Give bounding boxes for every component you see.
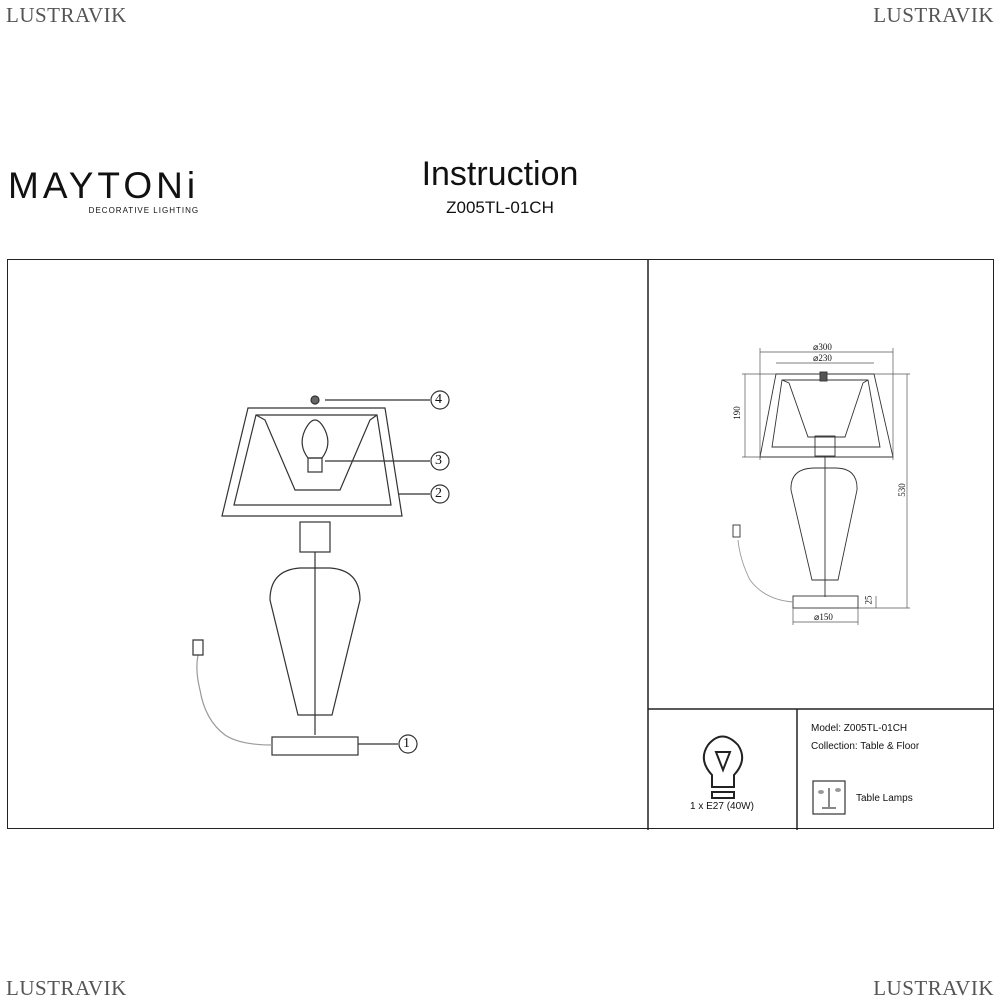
dim-shade-height: 190 xyxy=(731,406,742,420)
dim-shade-inner: ⌀230 xyxy=(813,353,832,363)
callout-2-circle xyxy=(430,484,450,504)
vase xyxy=(269,567,361,716)
dim-shade-outer: ⌀300 xyxy=(813,342,832,352)
bulb-socket xyxy=(307,457,323,473)
shade xyxy=(759,373,894,458)
model-line: Model: Z005TL-01CH xyxy=(811,723,908,734)
callout-2: 2 xyxy=(435,486,442,501)
dim-base-diameter: ⌀150 xyxy=(814,612,833,622)
base xyxy=(792,595,859,609)
shade-inner xyxy=(233,414,392,506)
shade xyxy=(221,407,403,517)
brand-logo: MAYTONi DECORATIVE LIGHTING xyxy=(8,165,200,216)
watermark-top-right: LUSTRAVIK xyxy=(873,3,994,27)
callout-3-circle xyxy=(430,451,450,471)
watermark-bottom-right: LUSTRAVIK xyxy=(873,976,994,1000)
callout-leaders xyxy=(325,399,430,745)
bulb-icon xyxy=(702,735,744,799)
category-label: Table Lamps xyxy=(856,793,913,804)
power-cord xyxy=(196,654,273,746)
plug xyxy=(192,639,204,656)
watermark-bottom-left: LUSTRAVIK xyxy=(6,976,127,1000)
lamp-drawing-dimensions xyxy=(732,348,910,625)
bulb-spec: 1 x E27 (40W) xyxy=(690,801,754,812)
callout-4: 4 xyxy=(435,392,442,407)
collection-line: Collection: Table & Floor xyxy=(811,741,920,752)
bulb xyxy=(301,419,329,459)
shade-frame xyxy=(255,414,378,491)
dim-total-height: 530 xyxy=(896,483,907,497)
page-model: Z005TL-01CH xyxy=(446,198,554,217)
vase xyxy=(790,467,858,581)
brand-tagline: DECORATIVE LIGHTING xyxy=(88,206,200,215)
callout-1: 1 xyxy=(403,736,410,751)
dim-base-height: 25 xyxy=(863,595,874,605)
callout-1-circle xyxy=(398,734,418,754)
callout-3: 3 xyxy=(435,453,442,468)
shade-inner xyxy=(771,379,881,448)
instruction-frame xyxy=(7,259,994,829)
watermark-top-left: LUSTRAVIK xyxy=(6,3,127,27)
finial xyxy=(310,395,320,405)
page-title: Instruction xyxy=(421,155,579,193)
lamp-holder xyxy=(299,521,331,553)
lamp-drawing-main xyxy=(192,390,450,756)
callout-4-circle xyxy=(430,390,450,410)
table-lamp-category-icon xyxy=(812,780,846,815)
base xyxy=(271,736,359,756)
brand-name: MAYTONi xyxy=(8,165,200,206)
